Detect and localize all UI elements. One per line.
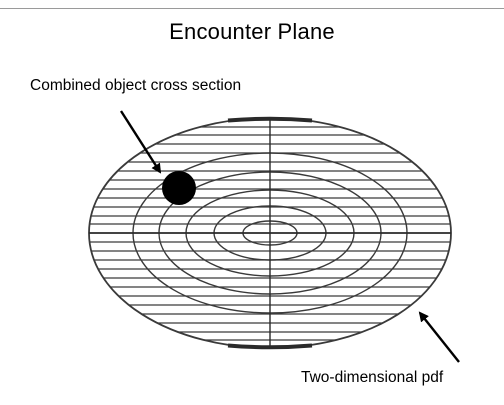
- arrow-to-pdf: [418, 311, 460, 363]
- page-title: Encounter Plane: [169, 19, 335, 44]
- arrow-to-cross-section: [119, 110, 162, 174]
- object-cross-section: [162, 171, 196, 205]
- top-rule: [0, 8, 504, 9]
- pdf-label: Two-dimensional pdf: [301, 369, 444, 386]
- cross-section-label: Combined object cross section: [30, 77, 242, 94]
